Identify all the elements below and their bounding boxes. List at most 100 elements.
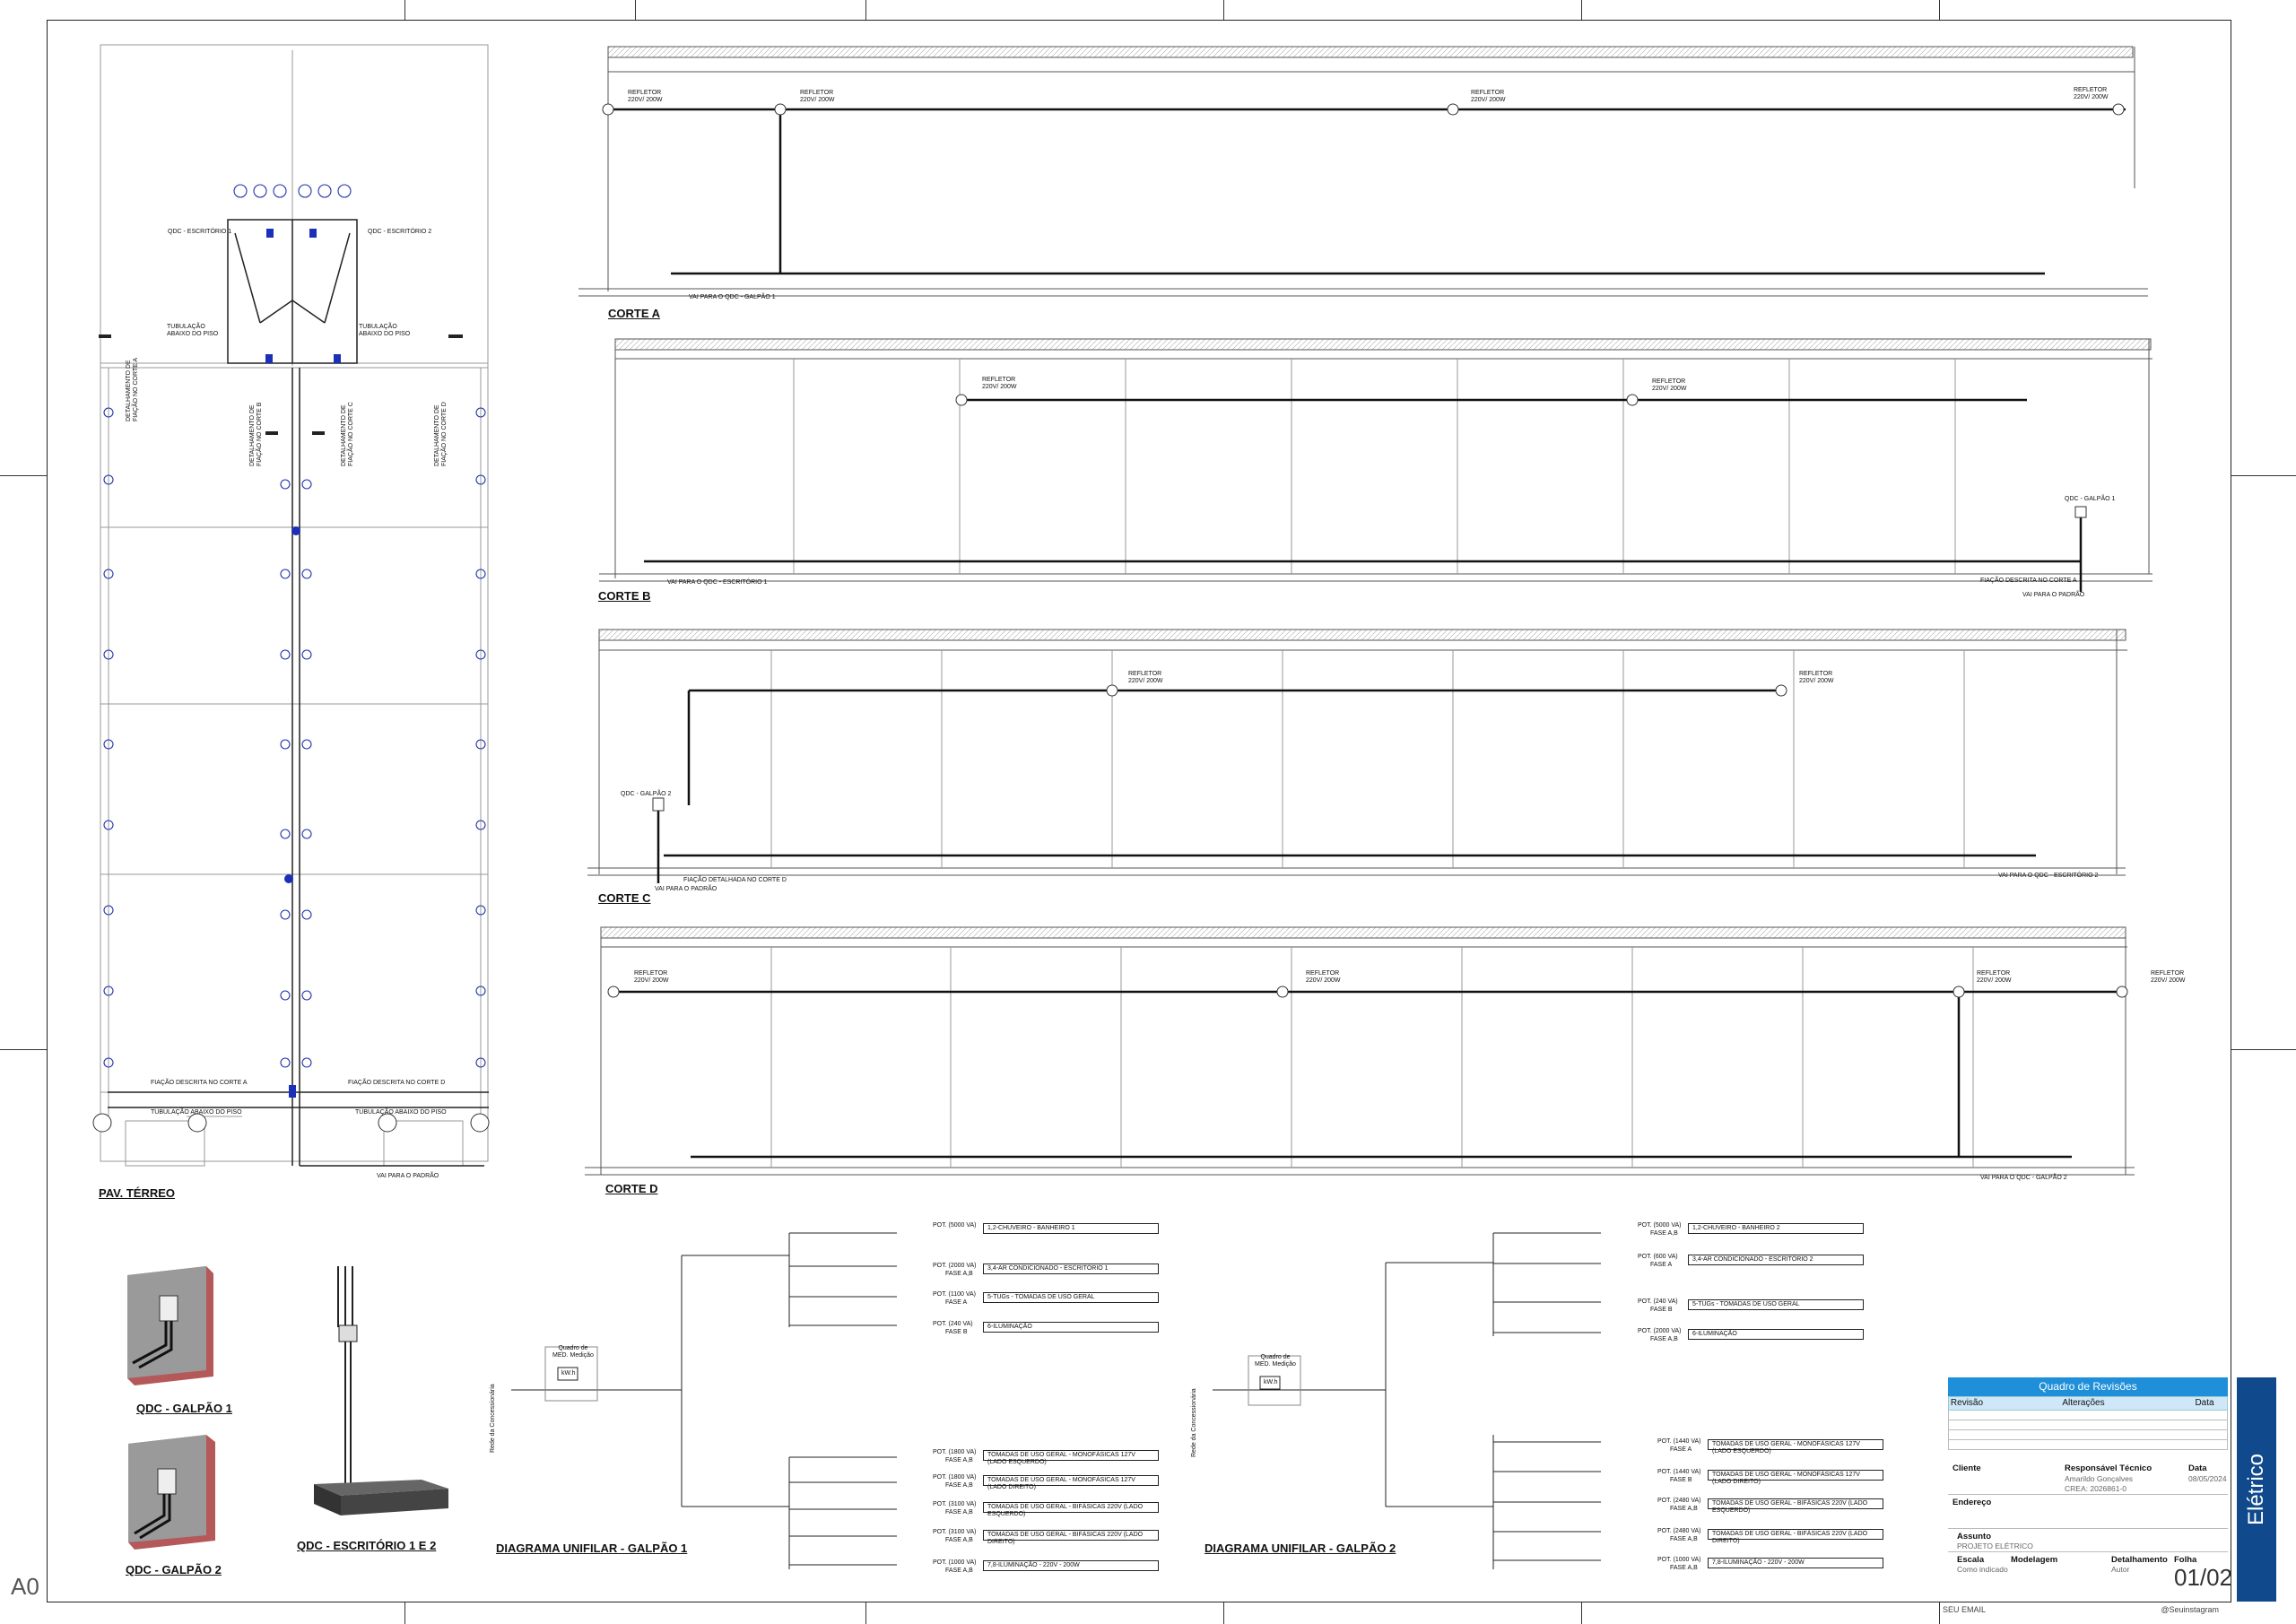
circuit-pot: POT. (2000 VA) bbox=[1638, 1328, 1682, 1334]
folha-value: 01/02 bbox=[2174, 1564, 2233, 1591]
qdc-g1-label: QDC - GALPÃO 1 bbox=[2065, 496, 2116, 502]
rev-row bbox=[1948, 1430, 2228, 1440]
qdc-esc2-label: QDC - ESCRITÓRIO 2 bbox=[368, 229, 432, 235]
responsavel-label: Responsável Técnico bbox=[2065, 1463, 2152, 1473]
iso-qdc-esc-title: QDC - ESCRITÓRIO 1 E 2 bbox=[297, 1539, 437, 1552]
tub-bottom-left-label: TUBULAÇÃO ABAIXO DO PISO bbox=[151, 1109, 242, 1116]
iso-qdc-g2-title: QDC - GALPÃO 2 bbox=[126, 1563, 222, 1576]
rede-g1-label: Rede da Concessionária bbox=[490, 1384, 496, 1453]
kwh-g2: kW.h bbox=[1264, 1379, 1278, 1385]
zone-tick bbox=[865, 0, 866, 20]
revisions-title: Quadro de Revisões bbox=[1948, 1377, 2228, 1396]
revisions-header: Revisão Alterações Data bbox=[1948, 1396, 2228, 1411]
circuit-pot: POT. (240 VA) bbox=[1638, 1298, 1678, 1305]
circuit-description: TOMADAS DE USO GERAL - BIFÁSICAS 220V (L… bbox=[983, 1530, 1159, 1545]
detalhamento-value: Autor bbox=[2111, 1565, 2130, 1574]
circuit-fase: FASE A,B bbox=[1670, 1536, 1698, 1542]
date-col: Data bbox=[2195, 1398, 2214, 1408]
vai-padrao-c-label: VAI PARA O PADRÃO bbox=[655, 886, 718, 892]
circuit-pot: POT. (2480 VA) bbox=[1657, 1498, 1701, 1504]
tb-divider bbox=[1948, 1551, 2228, 1552]
vai-qdc-esc2-label: VAI PARA O QDC - ESCRITÓRIO 2 bbox=[1998, 873, 2099, 879]
circuit-fase: FASE A,B bbox=[1670, 1506, 1698, 1512]
zone-tick bbox=[0, 1049, 47, 1050]
zone-tick bbox=[0, 475, 47, 476]
endereco-label: Endereço bbox=[1952, 1498, 1992, 1507]
medicao-g2-label: Quadro de MED. Medição bbox=[1255, 1354, 1296, 1368]
tub-piso-right-label: TUBULAÇÃO ABAIXO DO PISO bbox=[359, 324, 411, 338]
tb-divider bbox=[1948, 1494, 2228, 1495]
circuit-description: TOMADAS DE USO GERAL - MONOFÁSICAS 127V … bbox=[983, 1450, 1159, 1465]
rev-row bbox=[1948, 1411, 2228, 1420]
circuit-description: 6-ILUMINAÇÃO bbox=[983, 1322, 1159, 1333]
zone-tick bbox=[1223, 0, 1224, 20]
detalhamento-label: Detalhamento bbox=[2111, 1555, 2168, 1565]
circuit-description: 5-TUGs - TOMADAS DE USO GERAL bbox=[1688, 1299, 1864, 1310]
unifilar-g2-title: DIAGRAMA UNIFILAR - GALPÃO 2 bbox=[1205, 1541, 1396, 1555]
circuit-pot: POT. (3100 VA) bbox=[933, 1501, 977, 1507]
circuit-pot: POT. (3100 VA) bbox=[933, 1529, 977, 1535]
corte-a-title: CORTE A bbox=[608, 307, 661, 320]
zone-tick bbox=[1939, 0, 1940, 20]
qdc-esc1-label: QDC - ESCRITÓRIO 1 bbox=[168, 229, 232, 235]
zone-tick bbox=[865, 1602, 866, 1624]
rev-col: Revisão bbox=[1950, 1398, 1984, 1408]
circuit-description: TOMADAS DE USO GERAL - MONOFÁSICAS 127V … bbox=[1708, 1470, 1883, 1485]
circuit-fase: FASE B bbox=[945, 1329, 968, 1335]
modelagem-label: Modelagem bbox=[2011, 1555, 2058, 1565]
circuit-fase: FASE A,B bbox=[945, 1457, 973, 1463]
zone-tick bbox=[404, 0, 405, 20]
circuit-description: 3,4-AR CONDICIONADO - ESCRITÓRIO 1 bbox=[983, 1264, 1159, 1274]
circuit-pot: POT. (1440 VA) bbox=[1657, 1438, 1701, 1445]
sheet-size: A0 bbox=[11, 1573, 39, 1600]
floor-plan bbox=[92, 44, 490, 1167]
title-block: Cliente Responsável Técnico Amarildo Gon… bbox=[1948, 1460, 2233, 1591]
vai-padrao-label: VAI PARA O PADRÃO bbox=[377, 1173, 439, 1179]
fiacao-d-label: FIAÇÃO DESCRITA NO CORTE D bbox=[348, 1080, 446, 1086]
circuit-fase: FASE A,B bbox=[945, 1509, 973, 1515]
unifilar-g1-title: DIAGRAMA UNIFILAR - GALPÃO 1 bbox=[496, 1541, 688, 1555]
circuit-pot: POT. (1000 VA) bbox=[933, 1559, 977, 1566]
unifilar-drawing bbox=[511, 1232, 1601, 1569]
corte-c-title: CORTE C bbox=[598, 891, 651, 905]
discipline-label: Elétrico bbox=[2244, 1453, 2268, 1526]
circuit-description: TOMADAS DE USO GERAL - MONOFÁSICAS 127V … bbox=[983, 1475, 1159, 1490]
tub-bottom-right-label: TUBULAÇÃO ABAIXO DO PISO bbox=[355, 1109, 447, 1116]
circuit-pot: POT. (2480 VA) bbox=[1657, 1528, 1701, 1534]
kwh-g1: kW.h bbox=[561, 1370, 576, 1376]
fiacao-corte-a-label: FIAÇÃO DESCRITA NO CORTE A bbox=[1980, 578, 2077, 584]
circuit-fase: FASE A bbox=[1650, 1262, 1673, 1268]
vai-qdc-g2-label: VAI PARA O QDC - GALPÃO 2 bbox=[1980, 1175, 2067, 1181]
zone-tick bbox=[635, 0, 636, 20]
escala-label: Escala bbox=[1957, 1555, 1985, 1565]
circuit-pot: POT. (1800 VA) bbox=[933, 1449, 977, 1455]
zone-tick bbox=[1223, 1602, 1224, 1624]
circuit-description: TOMADAS DE USO GERAL - MONOFÁSICAS 127V … bbox=[1708, 1439, 1883, 1455]
circuit-description: TOMADAS DE USO GERAL - BIFÁSICAS 220V (L… bbox=[1708, 1529, 1883, 1544]
corte-b-title: CORTE B bbox=[598, 589, 651, 603]
circuit-fase: FASE A,B bbox=[1650, 1336, 1678, 1342]
zone-tick bbox=[2231, 475, 2296, 476]
plan-title: PAV. TÉRREO bbox=[99, 1186, 176, 1200]
circuit-description: 1,2-CHUVEIRO - BANHEIRO 1 bbox=[983, 1223, 1159, 1234]
iso-qdc-g1-title: QDC - GALPÃO 1 bbox=[136, 1402, 232, 1415]
circuit-pot: POT. (1100 VA) bbox=[933, 1291, 976, 1298]
footer-email: SEU EMAIL bbox=[1943, 1605, 1987, 1614]
circuit-fase: FASE A,B bbox=[1650, 1230, 1678, 1237]
tub-piso-left-label: TUBULAÇÃO ABAIXO DO PISO bbox=[167, 324, 219, 338]
circuit-description: 6-ILUMINAÇÃO bbox=[1688, 1329, 1864, 1340]
circuit-pot: POT. (1000 VA) bbox=[1657, 1557, 1701, 1563]
circuit-pot: POT. (5000 VA) bbox=[933, 1222, 977, 1229]
circuit-description: 5-TUGs - TOMADAS DE USO GERAL bbox=[983, 1292, 1159, 1303]
data-label: Data bbox=[2188, 1463, 2207, 1473]
zone-tick bbox=[1581, 1602, 1582, 1624]
